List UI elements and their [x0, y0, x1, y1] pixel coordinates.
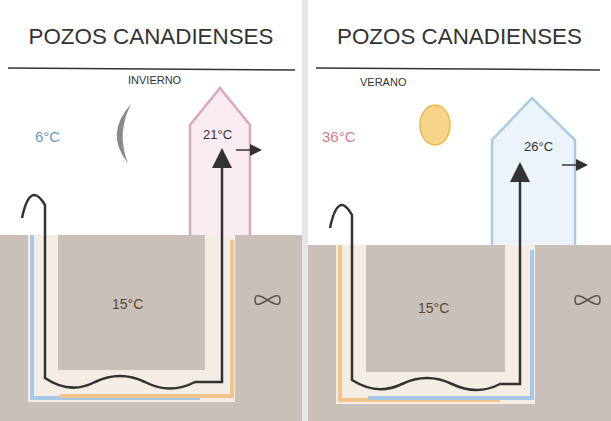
- season-label: INVIERNO: [128, 74, 181, 87]
- panel-title: POZOS CANADIENSES: [0, 24, 302, 50]
- panel-title: POZOS CANADIENSES: [308, 24, 611, 50]
- outdoor-temperature: 36°C: [322, 128, 356, 145]
- indoor-temperature: 21°C: [203, 128, 232, 143]
- outdoor-temperature: 6°C: [35, 128, 60, 145]
- indoor-temperature: 26°C: [524, 140, 553, 155]
- season-label: VERANO: [360, 76, 406, 89]
- ground-temperature: 15°C: [418, 300, 449, 316]
- ground-temperature: 15°C: [112, 296, 143, 312]
